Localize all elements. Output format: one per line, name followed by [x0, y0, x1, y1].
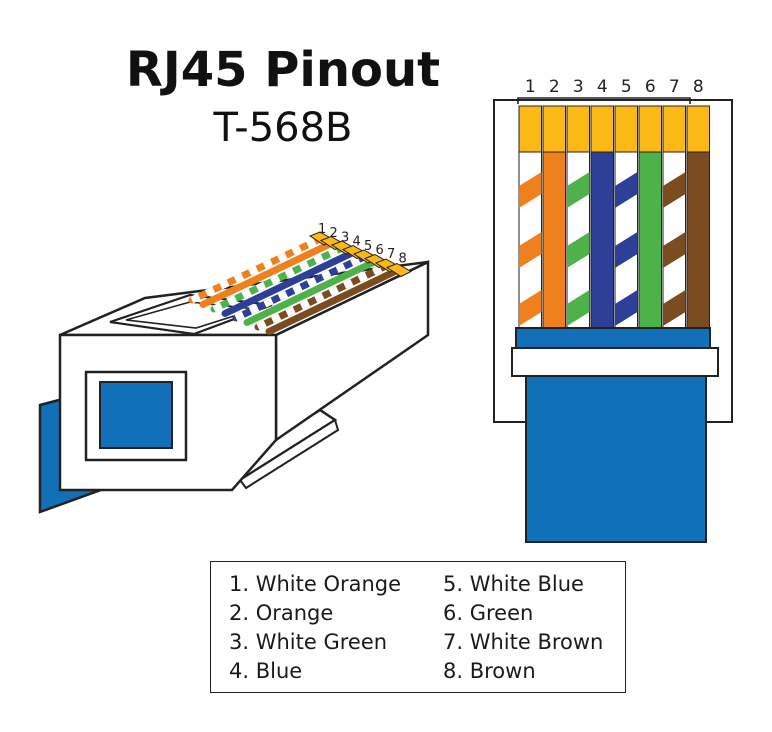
front-pin-number: 8	[693, 77, 704, 97]
wire-stripe	[567, 232, 590, 268]
angled-wire-stripe	[256, 263, 386, 331]
wire-4	[590, 151, 614, 329]
pin-contact	[662, 105, 686, 153]
wire-2	[542, 151, 566, 329]
legend-item: 5. White Blue	[443, 572, 584, 596]
angled-pin-number: 7	[387, 247, 395, 262]
front-plug-clip	[511, 347, 719, 377]
wire-color-legend: 1. White Orange 2. Orange 3. White Green…	[210, 561, 626, 693]
angled-pin-number: 8	[399, 251, 407, 266]
pin-contact	[638, 105, 662, 153]
wire-stripe	[663, 172, 686, 208]
wire-stripe	[519, 290, 542, 326]
legend-item: 3. White Green	[229, 630, 388, 654]
angled-wire-8	[265, 268, 399, 335]
front-pin-number: 4	[597, 77, 608, 97]
legend-item: 1. White Orange	[229, 572, 402, 596]
diagram-subtitle: T-568B	[213, 105, 353, 151]
diagram-title: RJ45 Pinout	[125, 42, 441, 98]
angled-pin-number: 2	[330, 226, 338, 241]
front-pin-number: 6	[645, 77, 656, 97]
front-pin-number: 5	[621, 77, 632, 97]
legend-item: 7. White Brown	[443, 630, 604, 654]
angled-pin-number: 1	[318, 222, 326, 237]
wire-stripe	[663, 232, 686, 268]
front-pin-number: 2	[549, 77, 560, 97]
angled-wire-stripe	[212, 245, 342, 313]
angled-pin-number: 4	[353, 235, 361, 250]
pin-contact	[542, 105, 566, 153]
pin-contact	[614, 105, 638, 153]
pin-contact	[590, 105, 614, 153]
front-pin-number: 3	[573, 77, 584, 97]
wire-stripe	[663, 290, 686, 326]
wire-6	[638, 151, 662, 329]
pin-contact	[686, 105, 710, 153]
front-pin-number: 7	[669, 77, 680, 97]
angled-contact	[385, 262, 413, 278]
front-plug-cable	[525, 375, 707, 543]
legend-item: 4. Blue	[229, 659, 303, 683]
pin-contact	[518, 105, 542, 153]
legend-item: 2. Orange	[229, 601, 334, 625]
angled-wire-4	[221, 250, 355, 317]
wire-stripe	[519, 172, 542, 208]
wire-stripe	[615, 172, 638, 208]
angled-wire-stripe	[190, 236, 320, 304]
wire-stripe	[567, 172, 590, 208]
angled-plug-wires	[188, 236, 399, 335]
angled-wire-6	[243, 259, 377, 326]
pin-contact	[566, 105, 590, 153]
front-plug-contacts	[518, 105, 710, 153]
wire-stripe	[615, 232, 638, 268]
wire-stripe	[615, 290, 638, 326]
angled-pin-number: 6	[376, 243, 384, 258]
legend-item: 6. Green	[443, 601, 534, 625]
front-pin-number: 1	[525, 77, 536, 97]
angled-wire-stripe	[234, 254, 364, 322]
wire-stripe	[567, 290, 590, 326]
angled-pin-number: 5	[364, 239, 372, 254]
angled-wire-2	[199, 241, 333, 308]
wire-stripe	[519, 232, 542, 268]
angled-plug-contacts	[308, 231, 413, 278]
wire-8	[686, 151, 710, 329]
angled-pin-number: 3	[341, 230, 349, 245]
legend-item: 8. Brown	[443, 659, 536, 683]
